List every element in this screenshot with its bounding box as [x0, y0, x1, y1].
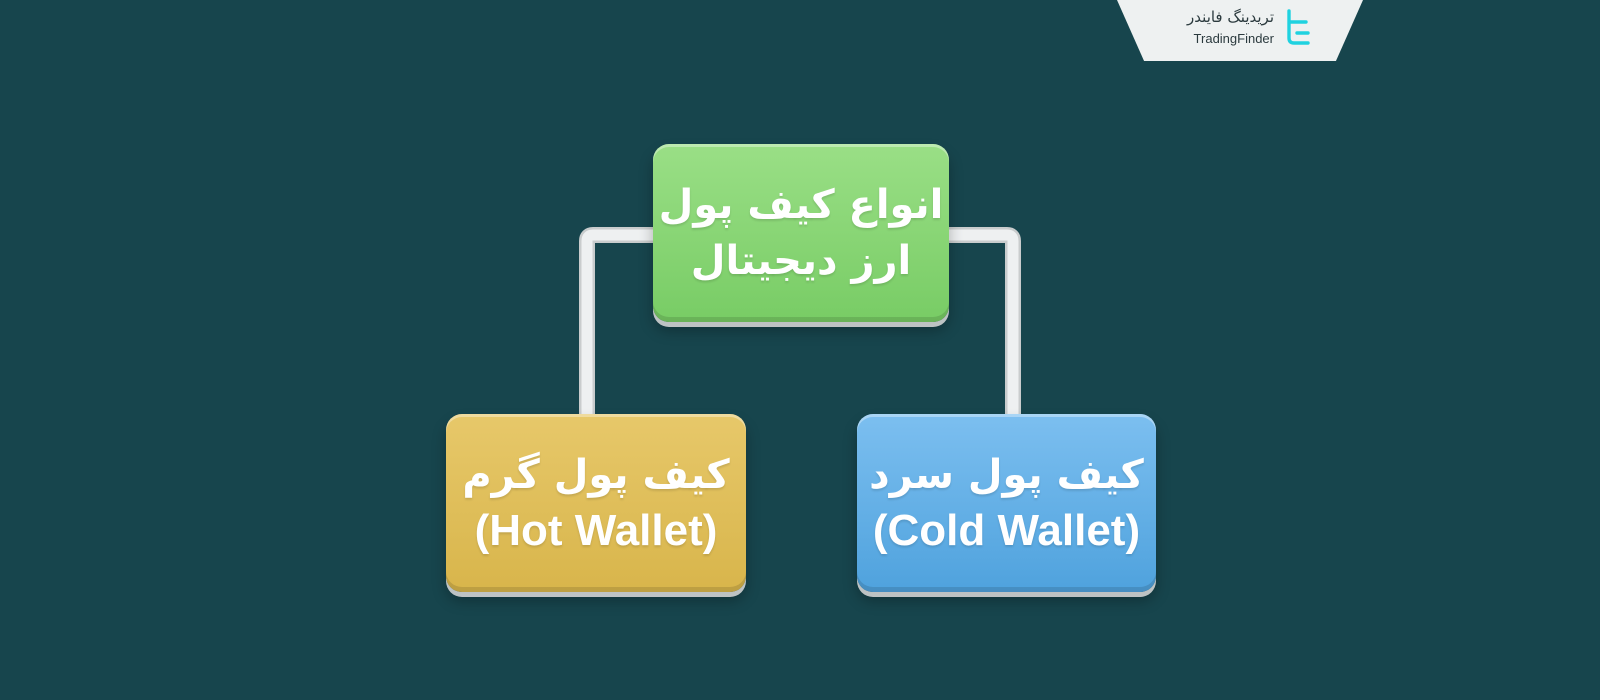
- child-node-cold-wallet: کیف پول سرد (Cold Wallet): [857, 414, 1156, 592]
- connector-right-highlight: [938, 229, 1019, 422]
- root-node-line1: انواع کیف پول: [658, 182, 944, 228]
- hot-wallet-english-label: (Hot Wallet): [474, 506, 718, 555]
- child-node-hot-wallet: کیف پول گرم (Hot Wallet): [446, 414, 746, 592]
- connector-right: [936, 227, 1021, 424]
- trading-finder-logo-icon: [1287, 9, 1310, 45]
- cold-wallet-persian-label: کیف پول سرد: [869, 452, 1144, 498]
- cold-wallet-english-label: (Cold Wallet): [872, 506, 1141, 555]
- root-node-digital-wallet-types: انواع کیف پول ارز دیجیتال: [653, 144, 949, 322]
- brand-name-english: TradingFinder: [1193, 31, 1274, 46]
- brand-tab: [1117, 0, 1363, 61]
- root-node-line2: ارز دیجیتال: [690, 238, 912, 284]
- connector-left: [579, 227, 666, 424]
- brand-name-persian: تریدینگ فایندر: [1187, 8, 1274, 26]
- hot-wallet-persian-label: کیف پول گرم: [462, 452, 730, 498]
- connector-left-highlight: [581, 229, 664, 422]
